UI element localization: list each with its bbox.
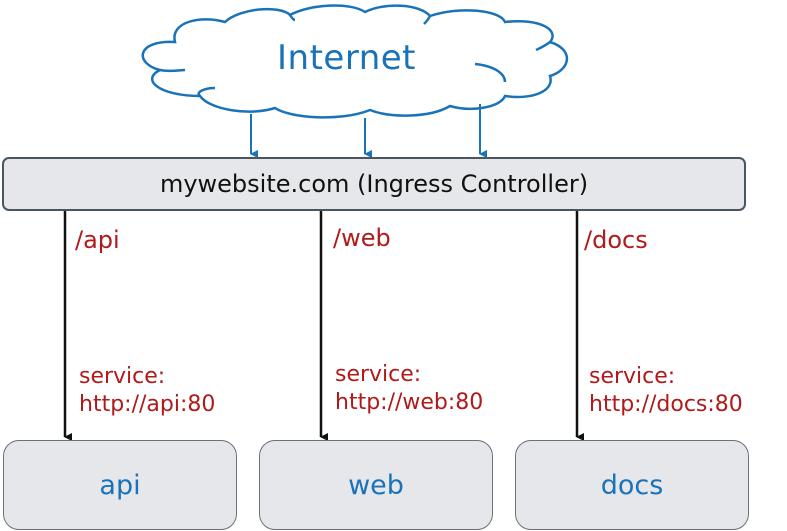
service-box-docs: docs (515, 440, 749, 530)
ingress-controller-label: mywebsite.com (Ingress Controller) (159, 170, 589, 198)
service-box-label: api (99, 469, 141, 501)
service-box-label: web (348, 469, 404, 501)
route-path-web: /web (333, 224, 391, 252)
service-url: http://api:80 (79, 392, 216, 417)
service-box-web: web (259, 440, 493, 530)
service-annotation-docs: service: http://docs:80 (589, 363, 743, 419)
service-label: service: (589, 364, 676, 389)
internet-cloud-icon (141, 4, 569, 119)
route-path-docs: /docs (584, 226, 648, 254)
service-annotation-api: service: http://api:80 (79, 363, 215, 419)
service-box-api: api (3, 440, 237, 530)
cloud-label: Internet (277, 38, 417, 78)
service-box-label: docs (600, 469, 664, 501)
service-url: http://docs:80 (589, 392, 743, 417)
service-label: service: (79, 364, 166, 389)
service-url: http://web:80 (335, 390, 484, 415)
service-label: service: (335, 362, 422, 387)
route-path-api: /api (75, 226, 120, 254)
ingress-controller-box: mywebsite.com (Ingress Controller) (2, 157, 746, 211)
service-annotation-web: service: http://web:80 (335, 361, 483, 417)
